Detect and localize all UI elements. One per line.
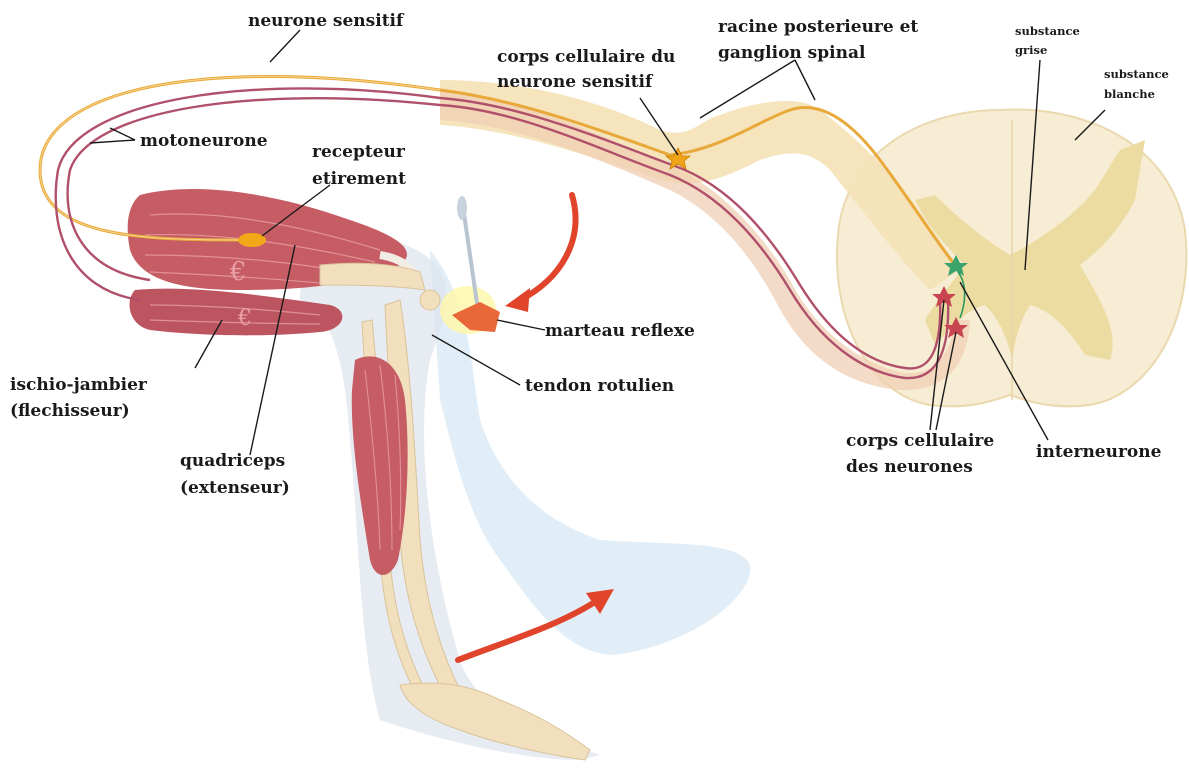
label-substance-grise-line2: grise xyxy=(1015,43,1047,57)
label-ischio-line1: ischio-jambier xyxy=(10,375,148,395)
label-corps-cellulaire-sensitif-line1: corps cellulaire du xyxy=(497,47,675,67)
patella-bone xyxy=(420,290,440,310)
label-marteau-reflexe: marteau reflexe xyxy=(545,321,695,341)
label-substance-blanche-line2: blanche xyxy=(1104,87,1155,101)
label-recepteur-line1: recepteur xyxy=(312,142,406,162)
label-ischio-line2: (flechisseur) xyxy=(10,401,130,421)
label-substance-blanche-line1: substance xyxy=(1104,67,1169,81)
label-corps-neurones-line1: corps cellulaire xyxy=(846,431,994,451)
reflex-hammer xyxy=(440,196,500,334)
label-corps-neurones-line2: des neurones xyxy=(846,457,973,477)
label-corps-cellulaire-sensitif-line2: neurone sensitif xyxy=(497,72,654,92)
stretch-receptor xyxy=(238,233,266,247)
label-tendon-rotulien: tendon rotulien xyxy=(525,376,674,396)
hammer-strike-arrow xyxy=(520,195,575,300)
label-interneurone: interneurone xyxy=(1036,442,1162,462)
label-quadriceps-line1: quadriceps xyxy=(180,451,285,471)
label-motoneurone: motoneurone xyxy=(140,131,268,151)
label-substance-grise-line1: substance xyxy=(1015,24,1080,38)
label-recepteur-line2: etirement xyxy=(312,169,406,189)
label-neurone-sensitif: neurone sensitif xyxy=(248,11,405,31)
label-racine-posterieure-line1: racine posterieure et xyxy=(718,17,918,37)
svg-text:€: € xyxy=(237,306,252,331)
svg-text:€: € xyxy=(229,257,247,287)
spinal-cord xyxy=(837,110,1186,407)
label-racine-posterieure-line2: ganglion spinal xyxy=(718,43,866,63)
label-quadriceps-line2: (extenseur) xyxy=(180,478,290,498)
